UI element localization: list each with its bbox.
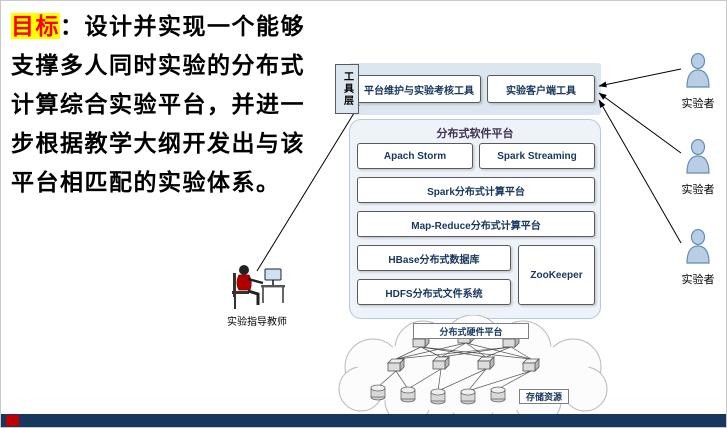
footer-red-accent [6, 415, 19, 426]
experimenter-connector [598, 92, 682, 154]
zookeeper-box: ZooKeeper [518, 245, 595, 305]
goal-body-text: ：设计并实现一个能够支撑多人同时实验的分布式计算综合实验平台，并进一步根据教学大… [11, 13, 305, 195]
instructor-label: 实验指导教师 [227, 317, 287, 328]
maintenance-tool-box: 平台维护与实验考核工具 [357, 75, 481, 103]
storage-cylinder-icon [460, 388, 476, 405]
footer-bar [1, 414, 726, 427]
experimenter-icon [686, 229, 710, 264]
hbase-box: HBase分布式数据库 [357, 245, 511, 271]
experimenter-icon [686, 53, 710, 88]
server-node-icon [477, 356, 495, 370]
tool-layer-label: 工具层 [335, 64, 359, 114]
instructor-icon [232, 265, 285, 309]
spark-platform-box: Spark分布式计算平台 [357, 177, 595, 203]
storage-resource-label: 存储资源 [519, 389, 569, 404]
storage-cylinder-icon [370, 384, 386, 401]
storage-cylinder-icon [490, 386, 506, 403]
hdfs-box: HDFS分布式文件系统 [357, 279, 511, 305]
server-node-icon [522, 358, 540, 372]
storage-cylinder-icon [430, 388, 446, 405]
client-tool-box: 实验客户端工具 [487, 75, 595, 103]
mapreduce-platform-box: Map-Reduce分布式计算平台 [357, 211, 595, 237]
goal-paragraph: 目标：设计并实现一个能够支撑多人同时实验的分布式计算综合实验平台，并进一步根据教… [11, 7, 315, 202]
spark-streaming-box: Spark Streaming [479, 143, 595, 169]
storage-cylinder-icon [400, 386, 416, 403]
experimenter-label: 实验者 [681, 274, 715, 286]
software-platform-title: 分布式软件平台 [436, 128, 514, 140]
experimenter-icon [686, 139, 710, 174]
experimenter-label: 实验者 [681, 184, 715, 196]
goal-keyword: 目标 [11, 13, 60, 39]
network-links [377, 342, 532, 392]
experimenter-connector [598, 99, 682, 244]
server-node-icon [387, 358, 405, 372]
experimenter-label: 实验者 [681, 98, 715, 110]
server-node-icon [432, 356, 450, 370]
hardware-platform-title: 分布式硬件平台 [413, 323, 529, 339]
experimenter-connector [598, 68, 682, 88]
apach-storm-box: Apach Storm [357, 143, 473, 169]
